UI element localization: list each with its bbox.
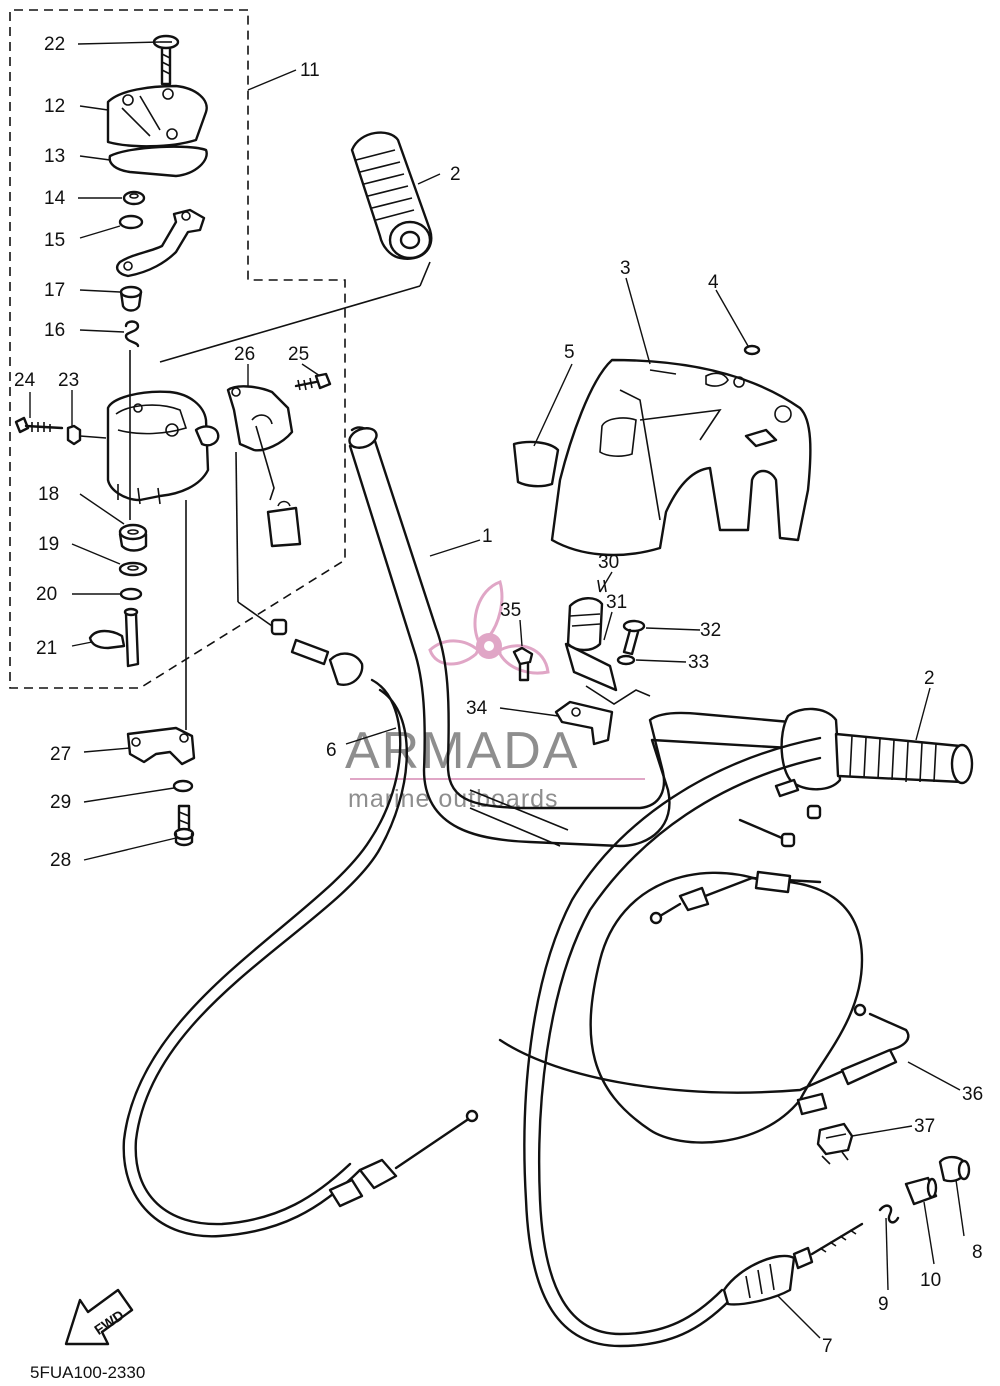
- callout-25: 25: [288, 344, 309, 365]
- callout-37: 37: [914, 1116, 935, 1137]
- callout-8: 8: [972, 1242, 983, 1263]
- callout-35: 35: [500, 600, 521, 621]
- cable-36: [498, 870, 910, 1144]
- propeller-logo: [428, 580, 550, 675]
- switch-housing: [14, 390, 220, 505]
- callout-14: 14: [44, 188, 66, 209]
- switch-upper-parts: [106, 34, 208, 348]
- assembly-boundary: [9, 9, 346, 689]
- handlebar: [348, 426, 792, 848]
- callout-21: 21: [36, 638, 57, 659]
- bracket-34: [554, 700, 614, 746]
- washer-33: [616, 654, 636, 666]
- callout-7: 7: [822, 1336, 833, 1357]
- washer-19: [118, 561, 148, 577]
- callout-10: 10: [920, 1270, 941, 1291]
- callout-18: 18: [38, 484, 59, 505]
- cable-6: [122, 451, 479, 1238]
- lever-21: [88, 607, 140, 668]
- callout-20: 20: [36, 584, 57, 605]
- ring-20: [119, 587, 143, 601]
- grip-right: [780, 707, 974, 791]
- callout-2-upper: 2: [450, 164, 461, 185]
- small-parts: [816, 1122, 971, 1224]
- cover-plate-12: [106, 84, 208, 148]
- collar-17: [119, 285, 143, 312]
- cover-cap: [743, 344, 761, 356]
- leader-lines: [29, 41, 965, 1339]
- callout-13: 13: [44, 146, 65, 167]
- spring-9: [878, 1204, 900, 1224]
- callout-30: 30: [598, 552, 619, 573]
- screw-25: [294, 372, 332, 391]
- kill-switch: [226, 372, 332, 548]
- callout-31: 31: [606, 592, 627, 613]
- bolt-24: [14, 416, 64, 434]
- bolt-28: [173, 804, 195, 847]
- bolt-35: [512, 646, 534, 682]
- callout-28: 28: [50, 850, 71, 871]
- callout-17: 17: [44, 280, 65, 301]
- callout-12: 12: [44, 96, 65, 117]
- callout-27: 27: [50, 744, 71, 765]
- grip-left: [159, 131, 433, 363]
- callout-34: 34: [466, 698, 488, 719]
- callout-6: 6: [326, 740, 337, 761]
- clamp-27: [126, 726, 196, 766]
- callout-2-right: 2: [924, 668, 935, 689]
- callout-24: 24: [14, 370, 36, 391]
- nut-14: [122, 190, 146, 206]
- screw-22: [152, 34, 180, 86]
- nut-23: [66, 424, 107, 446]
- fwd-arrow: FWD: [64, 1288, 134, 1346]
- diagram-code: 5FUA100-2330: [30, 1363, 145, 1382]
- washer-29: [172, 779, 194, 793]
- screw-32: [622, 619, 646, 656]
- watermark-brand: ARMADA: [345, 722, 579, 780]
- spring-16: [124, 320, 140, 348]
- callout-11: 11: [300, 60, 320, 81]
- cable-7: [523, 736, 864, 1348]
- callout-29: 29: [50, 792, 71, 813]
- callout-22: 22: [44, 34, 65, 55]
- callout-32: 32: [700, 620, 721, 641]
- callout-36: 36: [962, 1084, 983, 1105]
- callout-15: 15: [44, 230, 65, 251]
- callout-1: 1: [482, 526, 493, 547]
- start-switch-group: [512, 579, 651, 746]
- collar-18: [118, 523, 148, 552]
- sleeve-10: [904, 1176, 938, 1206]
- end-8: [938, 1155, 971, 1183]
- callouts: 22 12 13 14 15 17 16 24 23 26 25 11 2 18…: [14, 34, 983, 1357]
- callout-4: 4: [708, 272, 719, 293]
- gasket-13: [108, 145, 208, 178]
- decal: [512, 417, 637, 488]
- callout-26: 26: [234, 344, 255, 365]
- clip-37: [816, 1122, 854, 1165]
- washer-15: [116, 208, 206, 278]
- switch-lower-parts: [88, 350, 196, 847]
- callout-9: 9: [878, 1294, 889, 1315]
- callout-3: 3: [620, 258, 631, 279]
- callout-23: 23: [58, 370, 79, 391]
- callout-5: 5: [564, 342, 575, 363]
- handlebar-cover: [550, 358, 812, 557]
- callout-19: 19: [38, 534, 59, 555]
- callout-33: 33: [688, 652, 709, 673]
- cables: [122, 451, 910, 1348]
- callout-16: 16: [44, 320, 65, 341]
